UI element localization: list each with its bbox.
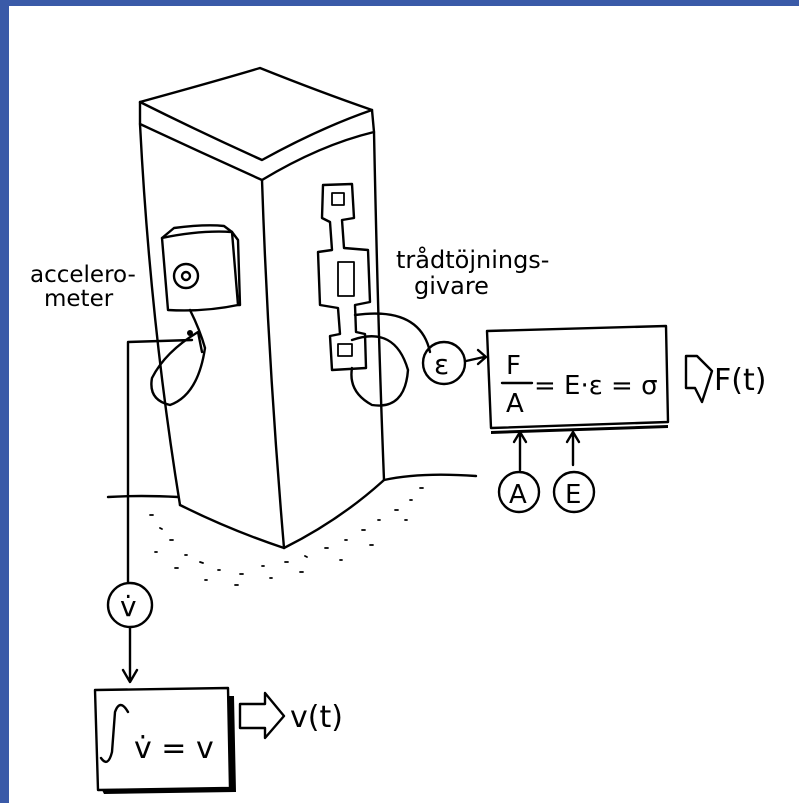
- pillar-base-line: [178, 478, 386, 550]
- input-A-node: [497, 470, 541, 514]
- window-top-border: [0, 0, 799, 6]
- soil-dots: [149, 487, 424, 586]
- ground-line-right: [382, 473, 478, 482]
- strain-gauge-cable: [350, 335, 410, 407]
- arrow-to-force-box: [464, 348, 488, 366]
- input-A-label: A: [509, 480, 527, 510]
- integral-sign: [99, 703, 130, 764]
- vdot-node-label: v̇: [120, 590, 137, 623]
- pillar-right-edge: [372, 130, 386, 482]
- strain-gauge-body: [316, 182, 372, 372]
- strain-gauge-device: [316, 182, 432, 407]
- strain-gauge-label-line1: trådtöjnings-: [396, 245, 549, 274]
- force-output-label: F(t): [714, 363, 766, 398]
- epsilon-node-label: ε: [434, 348, 449, 381]
- accelerometer-signal-wire: [126, 338, 194, 584]
- input-A-arrow: [512, 430, 528, 472]
- force-output-arrow: [684, 354, 714, 404]
- concrete-pillar: [138, 66, 386, 550]
- window-left-border: [0, 0, 9, 803]
- arrow-to-integrator: [121, 626, 139, 684]
- strain-gauge-label-line2: givare: [414, 272, 489, 300]
- ground-line-left: [106, 494, 180, 499]
- pillar-top-edge: [138, 100, 376, 182]
- strain-gauge-signal-wire: [353, 312, 432, 354]
- accelerometer-body: [160, 230, 240, 312]
- pillar-left-edge: [138, 122, 182, 507]
- input-E-node: [552, 470, 596, 514]
- integral-formula: v̇ = v: [134, 731, 214, 766]
- accelerometer-cable: [150, 308, 207, 407]
- ground: [106, 473, 478, 586]
- accelerometer-label-line2: meter: [44, 286, 114, 312]
- velocity-output-label: v(t): [290, 700, 343, 735]
- epsilon-node: [421, 340, 467, 386]
- integrator-box: [93, 686, 236, 794]
- accelerometer-device: [150, 224, 242, 407]
- velocity-output-arrow: [238, 691, 286, 740]
- pillar-top-face: [138, 66, 374, 162]
- formula-rest: = E·ε = σ: [534, 371, 658, 401]
- pillar-front-edge: [260, 178, 286, 550]
- force-calc-box: [485, 324, 670, 434]
- accelerometer-label-line1: accelero-: [30, 262, 136, 288]
- cable-junction-dot: [187, 330, 193, 336]
- input-E-label: E: [565, 480, 581, 510]
- input-E-arrow: [565, 430, 581, 467]
- formula-A: A: [506, 389, 524, 419]
- formula-F: F: [506, 351, 521, 381]
